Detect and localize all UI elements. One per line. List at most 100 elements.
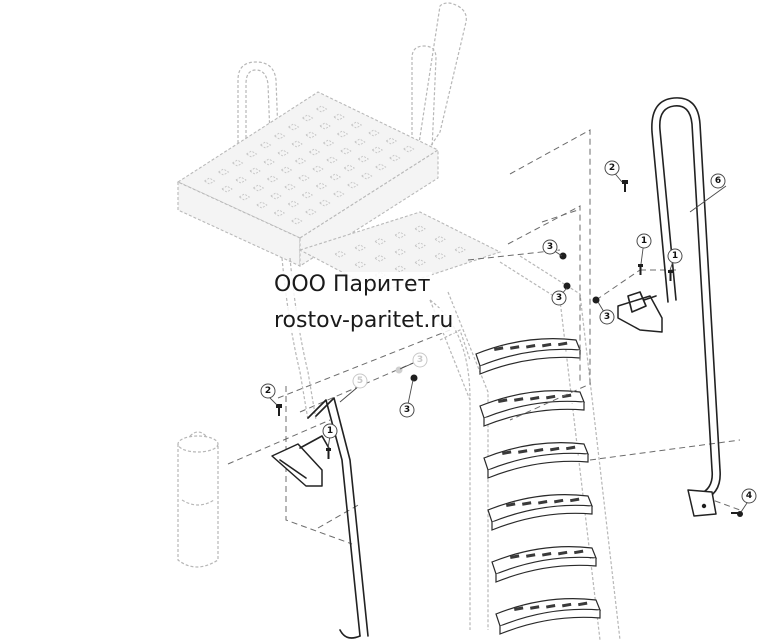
deck-hole [350,121,363,129]
callout-1-left: 1 [322,423,338,439]
deck-hole [354,261,366,269]
deck-hole [269,192,282,200]
watermark-company: ООО Паритет [272,272,433,297]
callout-3-lower: 3 [399,402,415,418]
deck-hole [325,156,338,164]
stair-tread [491,546,597,583]
deck-hole [304,208,317,216]
deck-hole [360,172,373,180]
callout-4: 4 [741,488,757,504]
deck-hole [371,146,384,154]
callout-3-right: 3 [599,309,615,325]
deck-hole [203,177,216,185]
assembly-leader-lines [227,129,741,545]
deck-hole [283,183,296,191]
deck-hole [394,248,406,256]
deck-hole [276,149,289,157]
deck-hole [252,184,265,192]
stair-treads [475,338,601,635]
svg-text:3: 3 [604,312,610,322]
deck-hole [280,166,293,174]
svg-text:1: 1 [672,251,678,261]
deck-hole [273,209,286,217]
deck-hole [353,138,366,146]
deck-hole [414,258,426,267]
callout-2-right: 2 [604,160,620,176]
deck-hole [238,193,251,201]
deck-hole [287,200,300,208]
deck-hole [329,173,342,181]
deck-hole [332,190,345,198]
deck-hole [273,132,286,140]
deck-hole [301,191,314,199]
callout-2-left: 2 [260,383,276,399]
svg-text:4: 4 [746,491,752,501]
deck-hole [346,181,359,189]
svg-text:3: 3 [417,355,423,365]
deck-hole [315,182,328,190]
deck-hole [220,185,233,193]
deck-hole [374,237,386,246]
deck-hole [297,174,310,182]
deck-hole [339,147,352,155]
deck-hole [262,158,275,166]
deck-hole [290,217,303,225]
svg-text:2: 2 [609,163,615,173]
fasteners [276,180,743,517]
deck-hole [385,137,398,145]
deck-hole [315,105,328,113]
callout-6: 6 [710,173,726,189]
stair-tread [479,390,585,427]
svg-text:3: 3 [404,405,410,415]
deck-hole [334,250,346,258]
deck-hole [318,199,331,207]
deck-hole [374,163,387,171]
stair-tread [495,598,601,635]
deck-hole [308,148,321,156]
svg-text:1: 1 [641,236,647,246]
deck-hole [454,246,466,254]
svg-text:2: 2 [265,386,271,396]
deck-hole [343,164,356,172]
stair-tread [487,494,593,531]
deck-hole [336,130,349,138]
deck-hole [234,176,247,184]
deck-hole [332,113,345,121]
deck-hole [402,145,415,153]
deck-hole [290,140,303,148]
deck-hole [294,157,307,165]
callout-1-right-b: 1 [667,248,683,264]
deck-hole [434,235,446,243]
deck-hole [394,231,406,239]
callout-1-right-a: 1 [636,233,652,249]
deck-hole [367,129,380,137]
deck-hole [354,244,366,252]
part-callouts: 2 6 1 1 3 3 3 3 3 5 2 1 4 [260,160,757,513]
deck-hole [311,165,324,173]
deck-hole [301,114,314,122]
deck-hole [374,254,386,262]
deck-hole [304,131,317,139]
stair-tread [483,442,589,479]
deck-hole [322,139,335,147]
deck-hole [266,175,279,183]
deck-hole [248,167,261,175]
deck-hole [394,265,406,273]
stair-tread [475,338,581,375]
deck-hole [434,252,446,260]
svg-text:3: 3 [547,242,553,252]
deck-hole [231,159,244,167]
deck-hole [388,154,401,162]
deck-hole [217,168,230,176]
svg-text:3: 3 [556,293,562,303]
watermark-website[interactable]: rostov-paritet.ru [272,308,456,333]
deck-hole [245,150,258,158]
callout-5: 5 [352,373,368,389]
deck-hole [357,155,370,163]
deck-hole [318,122,331,130]
callout-3-faded: 3 [412,352,428,368]
callout-3-middle: 3 [551,290,567,306]
deck-hole [414,242,426,250]
deck-hole [259,141,272,149]
